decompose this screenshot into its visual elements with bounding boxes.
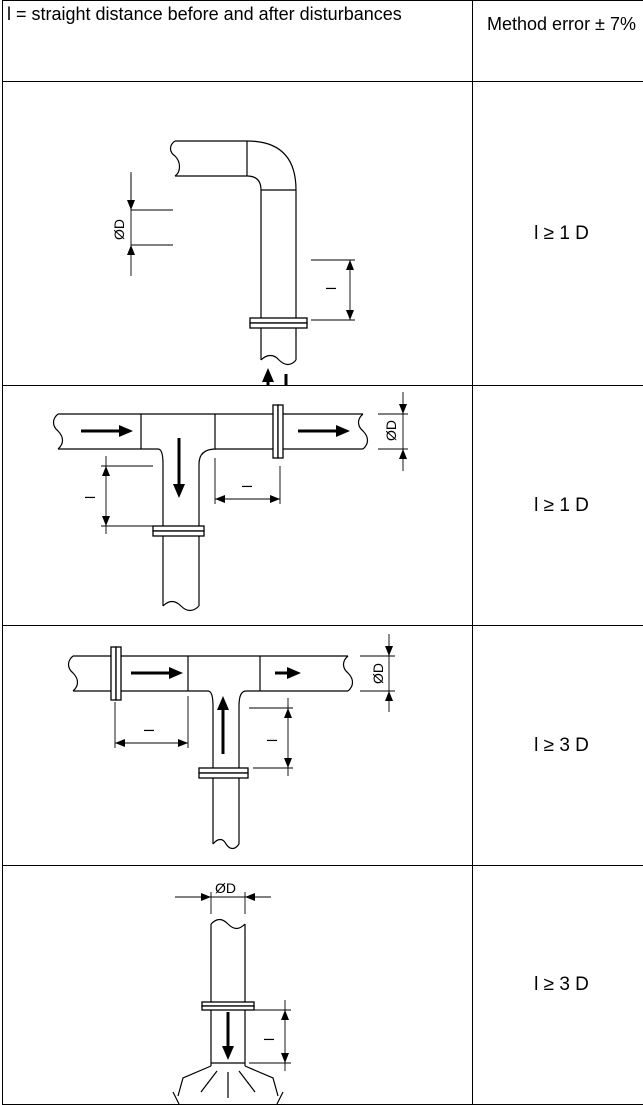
length-label-horizontal: l — [141, 729, 157, 732]
diagram-cell-tee-branch-out: ØD l l — [3, 386, 473, 626]
method-error-value: l ≥ 3 D — [473, 866, 643, 1105]
table-row: ØD l l l ≥ 3 D — [3, 626, 643, 866]
tee-branch-out-diagram: ØD l l — [3, 386, 464, 625]
header-straight-distance: l = straight distance before and after d… — [3, 1, 473, 82]
table-row: ØD l — [3, 866, 643, 1105]
table-header-row: l = straight distance before and after d… — [3, 1, 643, 82]
diagram-cell-tee-branch-in: ØD l l — [3, 626, 473, 866]
method-error-value: l ≥ 1 D — [473, 82, 643, 386]
table-row: ØD l l ≥ 1 D — [3, 82, 643, 386]
diagram-cell-elbow: ØD l — [3, 82, 473, 386]
method-error-value: l ≥ 3 D — [473, 626, 643, 866]
diameter-label: ØD — [215, 880, 236, 896]
tee-branch-in-diagram: ØD l l — [3, 626, 464, 865]
diameter-label: ØD — [370, 663, 386, 684]
table-row: ØD l l l ≥ 1 D — [3, 386, 643, 626]
diagram-cell-vertical-outlet: ØD l — [3, 866, 473, 1105]
method-error-value: l ≥ 1 D — [473, 386, 643, 626]
length-label-vertical: l — [82, 496, 98, 499]
elbow-diagram: ØD l — [3, 82, 464, 385]
vertical-outlet-diagram: ØD l — [3, 866, 464, 1104]
length-label-horizontal: l — [239, 485, 255, 488]
diameter-label: ØD — [111, 219, 127, 240]
diameter-label: ØD — [383, 420, 399, 441]
length-label: l — [323, 287, 339, 290]
length-label-vertical: l — [264, 739, 280, 742]
length-label: l — [261, 1038, 277, 1041]
header-method-error: Method error ± 7% — [473, 1, 643, 82]
